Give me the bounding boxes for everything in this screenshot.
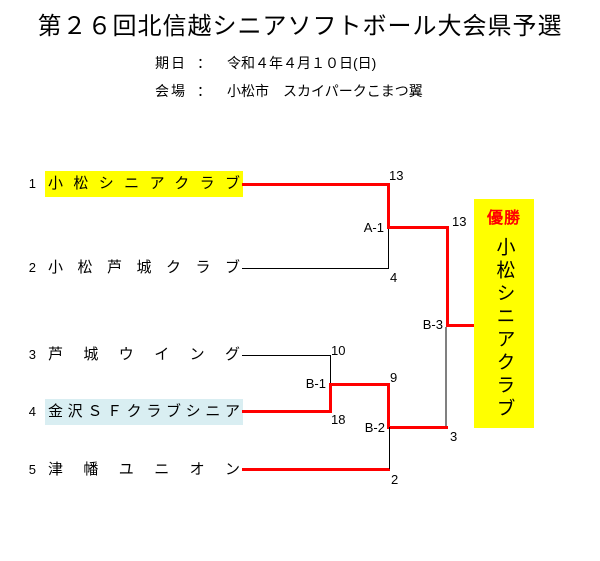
bracket-connector-b1-b2: [387, 383, 390, 429]
score-b1-team3: 10: [331, 343, 346, 358]
bracket-line-team4: [242, 410, 332, 413]
date-separator: ：: [197, 55, 211, 71]
bracket-connector-team5-b2: [389, 427, 390, 469]
champion-box: 優勝 小松シニアクラブ: [474, 199, 534, 428]
champion-label: 優勝: [486, 210, 521, 227]
bracket-connector-team1-a1: [387, 183, 390, 229]
bracket-line-a1-winner: [387, 226, 449, 229]
score-b3-a1winner: 13: [452, 214, 467, 229]
team-name-komatsu-rojo: 小松芦城クラブ: [48, 259, 240, 276]
page-title: 第２６回北信越シニアソフトボール大会県予選: [37, 14, 563, 40]
score-b2-team5: 2: [391, 472, 399, 487]
team-name-kanazawa-sf: 金沢ＳＦクラブシニア: [45, 399, 243, 425]
score-b1-team4: 18: [331, 412, 346, 427]
bracket-line-team1: [242, 183, 388, 186]
score-b2-b1winner: 9: [390, 370, 398, 385]
bracket-connector-b2-b3: [445, 327, 447, 426]
date-value: 令和４年４月１０日(日): [227, 55, 377, 71]
match-label-b1: B-1: [305, 376, 326, 391]
bracket-connector-team2-a1: [388, 229, 389, 269]
seed-number-5: 5: [28, 462, 36, 477]
bracket-line-team5: [242, 468, 390, 471]
match-label-b3: B-3: [422, 317, 443, 332]
venue-value: 小松市 スカイパークこまつ翼: [227, 83, 423, 99]
team-name-rojo-wing: 芦城ウイング: [48, 346, 240, 363]
match-label-a1: A-1: [363, 220, 384, 235]
match-label-b2: B-2: [364, 420, 385, 435]
bracket-line-b3-winner: [446, 324, 477, 327]
seed-number-1: 1: [28, 176, 36, 191]
bracket-connector-a1-b3: [446, 226, 449, 326]
venue-label: 会場: [155, 83, 187, 99]
score-a1-team1: 13: [389, 168, 404, 183]
seed-number-2: 2: [28, 260, 36, 275]
bracket-line-b2-winner: [387, 426, 448, 429]
venue-separator: ：: [197, 83, 211, 99]
score-b3-b2winner: 3: [450, 429, 458, 444]
seed-number-4: 4: [28, 404, 36, 419]
bracket-connector-team3-b1: [330, 355, 331, 384]
bracket-line-team3: [242, 355, 330, 356]
score-a1-team2: 4: [390, 270, 398, 285]
bracket-connector-team4-b1: [329, 383, 332, 413]
bracket-line-b1-winner: [329, 383, 390, 386]
team-name-tsubata-union: 津幡ユニオン: [48, 461, 240, 478]
champion-team-name: 小松シニアクラブ: [493, 237, 515, 421]
team-name-komatsu-senior: 小松シニアクラブ: [45, 171, 243, 197]
bracket-line-team2: [242, 268, 388, 269]
seed-number-3: 3: [28, 347, 36, 362]
date-label: 期日: [155, 55, 187, 71]
